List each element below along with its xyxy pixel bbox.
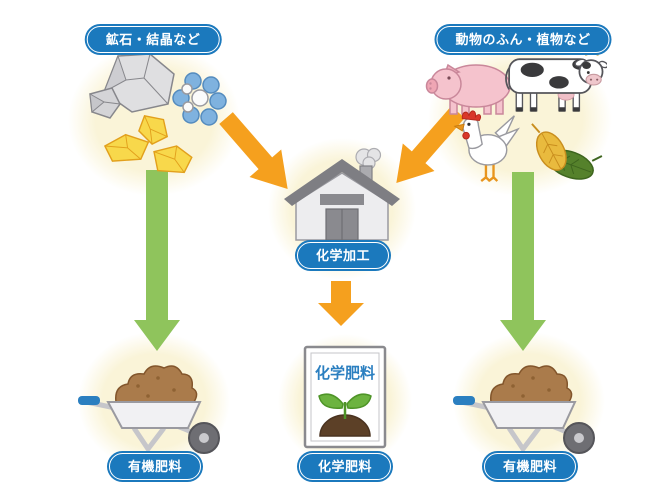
crystals-icon (103, 114, 193, 174)
arrow-minerals-to-organic-icon (134, 170, 180, 351)
chicken-icon (453, 110, 520, 182)
fertilizer-bag-icon: 化学肥料 (303, 345, 387, 449)
wheelbarrow-compost-right-icon (453, 365, 595, 454)
animals-label: 動物のふん・植物など (436, 26, 610, 53)
processing-label: 化学加工 (296, 242, 390, 269)
arrow-animals-to-factory-icon (396, 106, 465, 183)
rock-icon (89, 53, 175, 119)
factory-icon (284, 147, 400, 241)
wheelbarrow-compost-left-icon (78, 365, 220, 454)
arrow-animals-to-organic-icon (500, 172, 546, 351)
arrow-minerals-to-factory-icon (219, 112, 288, 189)
molecule-icon (172, 72, 227, 126)
fertilizer-bag-text: 化学肥料 (315, 364, 375, 382)
leaves-icon (531, 123, 603, 180)
minerals-label: 鉱石・結晶など (86, 26, 220, 53)
arrow-factory-to-chemical-icon (318, 281, 364, 326)
chemical-fertilizer-label: 化学肥料 (298, 453, 392, 480)
cow-icon (505, 50, 607, 112)
pig-icon (425, 63, 516, 115)
organic-fertilizer-right-label: 有機肥料 (483, 453, 577, 480)
organic-fertilizer-left-label: 有機肥料 (108, 453, 202, 480)
